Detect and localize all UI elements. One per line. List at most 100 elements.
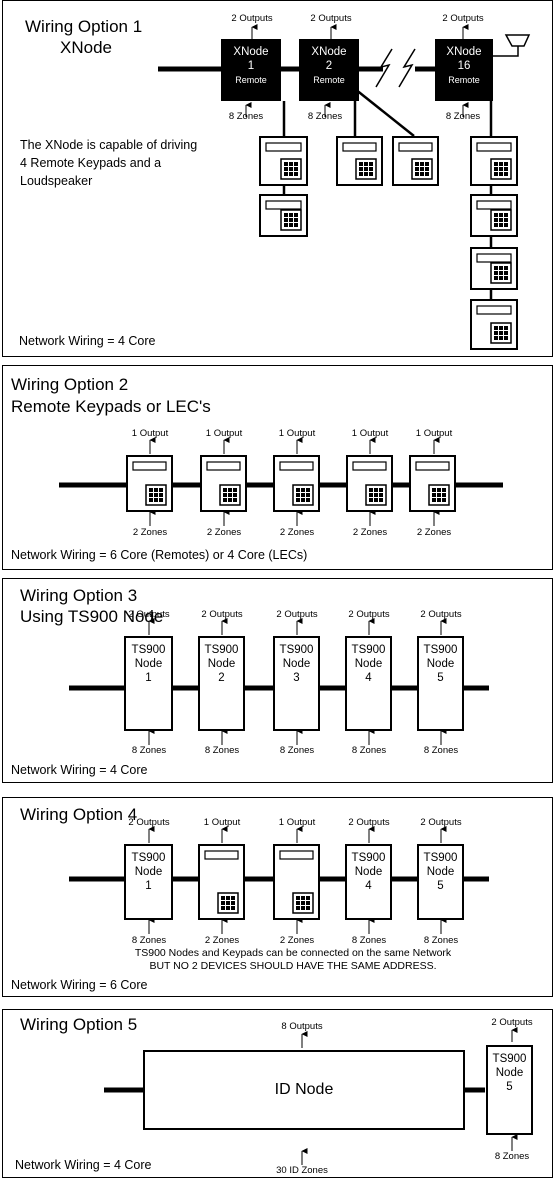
- ts900-node-number: 1: [145, 880, 152, 892]
- keypad-4-output: 1 Output: [351, 428, 389, 439]
- keypad-1: [126, 455, 173, 512]
- option-5-title: Wiring Option 5: [20, 1015, 138, 1034]
- keypad-key: [359, 167, 363, 171]
- keypad-keys: [355, 158, 377, 180]
- keypad-1-output: 1 Output: [131, 428, 169, 439]
- keypad-keys: [411, 158, 433, 180]
- xnode-1-name: XNode: [233, 46, 269, 58]
- keypad-key: [437, 488, 441, 492]
- xnode-1-zones: 8 Zones: [228, 111, 264, 122]
- option-1-title: Wiring Option 1: [25, 17, 143, 36]
- keypad-key: [379, 498, 383, 502]
- keypad-key: [499, 223, 503, 227]
- keypad-key: [494, 172, 498, 176]
- remote-keypad: [336, 136, 383, 186]
- ts900-node-name: TS900: [423, 852, 458, 864]
- keypad-key: [296, 896, 300, 900]
- remote-keypad: [470, 299, 518, 350]
- keypad-display: [342, 142, 377, 152]
- keypad-key: [231, 901, 235, 905]
- xnode-2-outputs: 2 Outputs: [310, 13, 352, 24]
- keypad-key: [223, 493, 227, 497]
- keypad-display: [279, 850, 314, 860]
- keypad-icon: [206, 461, 241, 506]
- keypad-key: [369, 162, 373, 166]
- keypad-icon: [476, 142, 512, 180]
- remote-keypad: [259, 136, 308, 186]
- keypad-keys: [292, 484, 314, 506]
- keypad-key: [289, 162, 293, 166]
- option-1-description-line-1: The XNode is capable of driving: [20, 138, 198, 152]
- ts900-node-3: TS900 Node 3: [273, 636, 320, 731]
- wiring-option-3-panel: Wiring Option 3 Using TS900 Node 2 Outpu…: [2, 578, 553, 783]
- keypad-icon: [132, 461, 167, 506]
- ts900-node-word: Node: [354, 658, 383, 670]
- keypad-key: [504, 336, 508, 340]
- keypad-display: [265, 142, 302, 152]
- option-5-wiring: [104, 1027, 518, 1165]
- keypad-key: [374, 488, 378, 492]
- keypad-key: [425, 162, 429, 166]
- device-4-outputs: 2 Outputs: [348, 817, 390, 828]
- keypad-key: [374, 498, 378, 502]
- keypad-key: [415, 167, 419, 171]
- keypad-key: [154, 488, 158, 492]
- keypad-key: [296, 901, 300, 905]
- ts900-node-number: 5: [506, 1081, 513, 1093]
- ts900-1-zones: 8 Zones: [131, 745, 167, 756]
- keypad-key: [369, 498, 373, 502]
- keypad-key: [499, 172, 503, 176]
- keypad-display: [476, 142, 512, 152]
- keypad-key: [499, 326, 503, 330]
- device-2-outputs: 1 Output: [203, 817, 241, 828]
- ts900-4-outputs: 2 Outputs: [348, 609, 390, 620]
- keypad-key: [296, 488, 300, 492]
- ts900-node-number: 2: [218, 672, 225, 684]
- keypad-key: [284, 223, 288, 227]
- ts900-3-outputs: 2 Outputs: [276, 609, 318, 620]
- keypad-key: [294, 213, 298, 217]
- keypad-key: [221, 901, 225, 905]
- keypad-key: [494, 336, 498, 340]
- ts900-node-word: Node: [426, 866, 455, 878]
- option-4-footer: Network Wiring = 6 Core: [11, 978, 148, 992]
- keypad-icon: [352, 461, 387, 506]
- keypad-key: [306, 906, 310, 910]
- keypad-key: [504, 276, 508, 280]
- option-3-title: Wiring Option 3: [20, 586, 138, 605]
- keypad-key: [159, 498, 163, 502]
- keypad-key: [499, 271, 503, 275]
- ts900-node-name: TS900: [492, 1053, 527, 1065]
- device-5-zones: 8 Zones: [423, 935, 459, 946]
- keypad-key: [494, 271, 498, 275]
- keypad-key: [494, 276, 498, 280]
- keypad-key: [379, 488, 383, 492]
- keypad-key: [494, 223, 498, 227]
- keypad-key: [284, 213, 288, 217]
- keypad-key: [233, 498, 237, 502]
- keypad-key: [289, 167, 293, 171]
- keypad-display: [398, 142, 433, 152]
- ts900-node-word: Node: [354, 866, 383, 878]
- ts900-2-outputs: 2 Outputs: [201, 609, 243, 620]
- keypad-key: [233, 493, 237, 497]
- keypad-key: [301, 906, 305, 910]
- keypad-key: [494, 331, 498, 335]
- keypad-key: [504, 266, 508, 270]
- option-5-footer: Network Wiring = 4 Core: [15, 1158, 152, 1172]
- keypad-icon: [265, 142, 302, 180]
- keypad-key: [294, 162, 298, 166]
- keypad-keys: [490, 158, 512, 180]
- keypad-icon: [476, 305, 512, 344]
- keypad-key: [223, 498, 227, 502]
- keypad-2-output: 1 Output: [205, 428, 243, 439]
- keypad-key: [226, 901, 230, 905]
- id-node-label: ID Node: [274, 1081, 334, 1098]
- option-4-note-line-1: TS900 Nodes and Keypads can be connected…: [134, 947, 452, 959]
- keypad-key: [369, 172, 373, 176]
- keypad-display: [476, 253, 512, 263]
- keypad-key: [284, 218, 288, 222]
- keypad-key: [294, 218, 298, 222]
- ts900-node-name: TS900: [204, 644, 239, 656]
- keypad-keys: [490, 322, 512, 344]
